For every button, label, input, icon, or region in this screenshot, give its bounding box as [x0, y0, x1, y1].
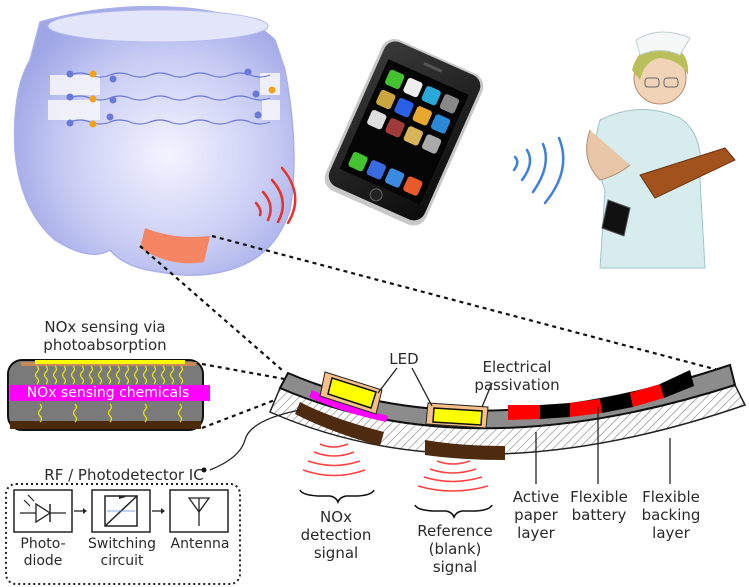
inset-title: NOx sensing via photoabsorption — [40, 318, 170, 354]
passivation-line2: passivation — [474, 376, 560, 394]
reference-signal-line3: signal — [432, 558, 478, 576]
nox-signal-line2: detection — [300, 526, 372, 544]
smartphone-illustration — [324, 39, 484, 226]
nurse-illustration — [586, 31, 736, 269]
inset-cross-section — [7, 359, 210, 431]
emission-signal-icon — [302, 443, 489, 492]
block-label-photodiode: Photo- diode — [8, 536, 78, 570]
brace-icons — [299, 489, 493, 520]
active-paper-line2: paper — [514, 506, 558, 524]
block-label-antenna: Antenna — [164, 536, 236, 553]
reference-signal-line2: (blank) — [428, 540, 482, 558]
sensor-patch — [140, 228, 210, 264]
led-label: LED — [389, 350, 419, 368]
switching-label-line1: Switching — [88, 536, 156, 552]
ic-title: RF / Photodetector IC — [44, 466, 204, 484]
wireless-signal-icon — [254, 166, 297, 225]
switching-label-line2: circuit — [100, 553, 144, 569]
diaper-illustration — [13, 5, 295, 276]
reference-signal-line1: Reference — [417, 522, 493, 540]
photodiode-label-line1: Photo- — [20, 536, 66, 552]
nox-signal-label: NOx detection signal — [296, 508, 376, 562]
inset-title-line2: photoabsorption — [43, 336, 167, 354]
flexible-backing-line3: layer — [652, 524, 690, 542]
flexible-battery-line1: Flexible — [570, 488, 628, 506]
block-label-switching-circuit: Switching circuit — [82, 536, 162, 570]
nox-signal-line1: NOx — [320, 508, 352, 526]
flexible-battery-line2: battery — [571, 506, 627, 524]
active-paper-layer-label: Active paper layer — [504, 488, 568, 542]
sensor-strip — [269, 363, 747, 460]
flexible-battery-label: Flexible battery — [566, 488, 632, 524]
inset-title-line1: NOx sensing via — [44, 318, 166, 336]
leader-lines — [209, 367, 671, 484]
antenna-label-line1: Antenna — [170, 536, 230, 552]
flexible-backing-line1: Flexible — [642, 488, 700, 506]
passivation-label: Electrical passivation — [452, 358, 582, 394]
passivation-line1: Electrical — [482, 358, 552, 376]
rf-photodetector-ic — [5, 467, 241, 585]
chemical-layer-label: NOx sensing chemicals — [26, 385, 190, 401]
active-paper-line1: Active — [512, 488, 560, 506]
reference-signal-label: Reference (blank) signal — [410, 522, 500, 576]
photodiode-icon — [13, 489, 73, 533]
zoom-projection-lines — [139, 234, 719, 430]
active-paper-line3: layer — [517, 524, 555, 542]
photodiode-label-line2: diode — [23, 553, 63, 569]
flexible-backing-layer-label: Flexible backing layer — [636, 488, 706, 542]
flexible-backing-line2: backing — [641, 506, 701, 524]
wireless-signal-icon — [512, 136, 565, 205]
nox-signal-line3: signal — [313, 544, 359, 562]
